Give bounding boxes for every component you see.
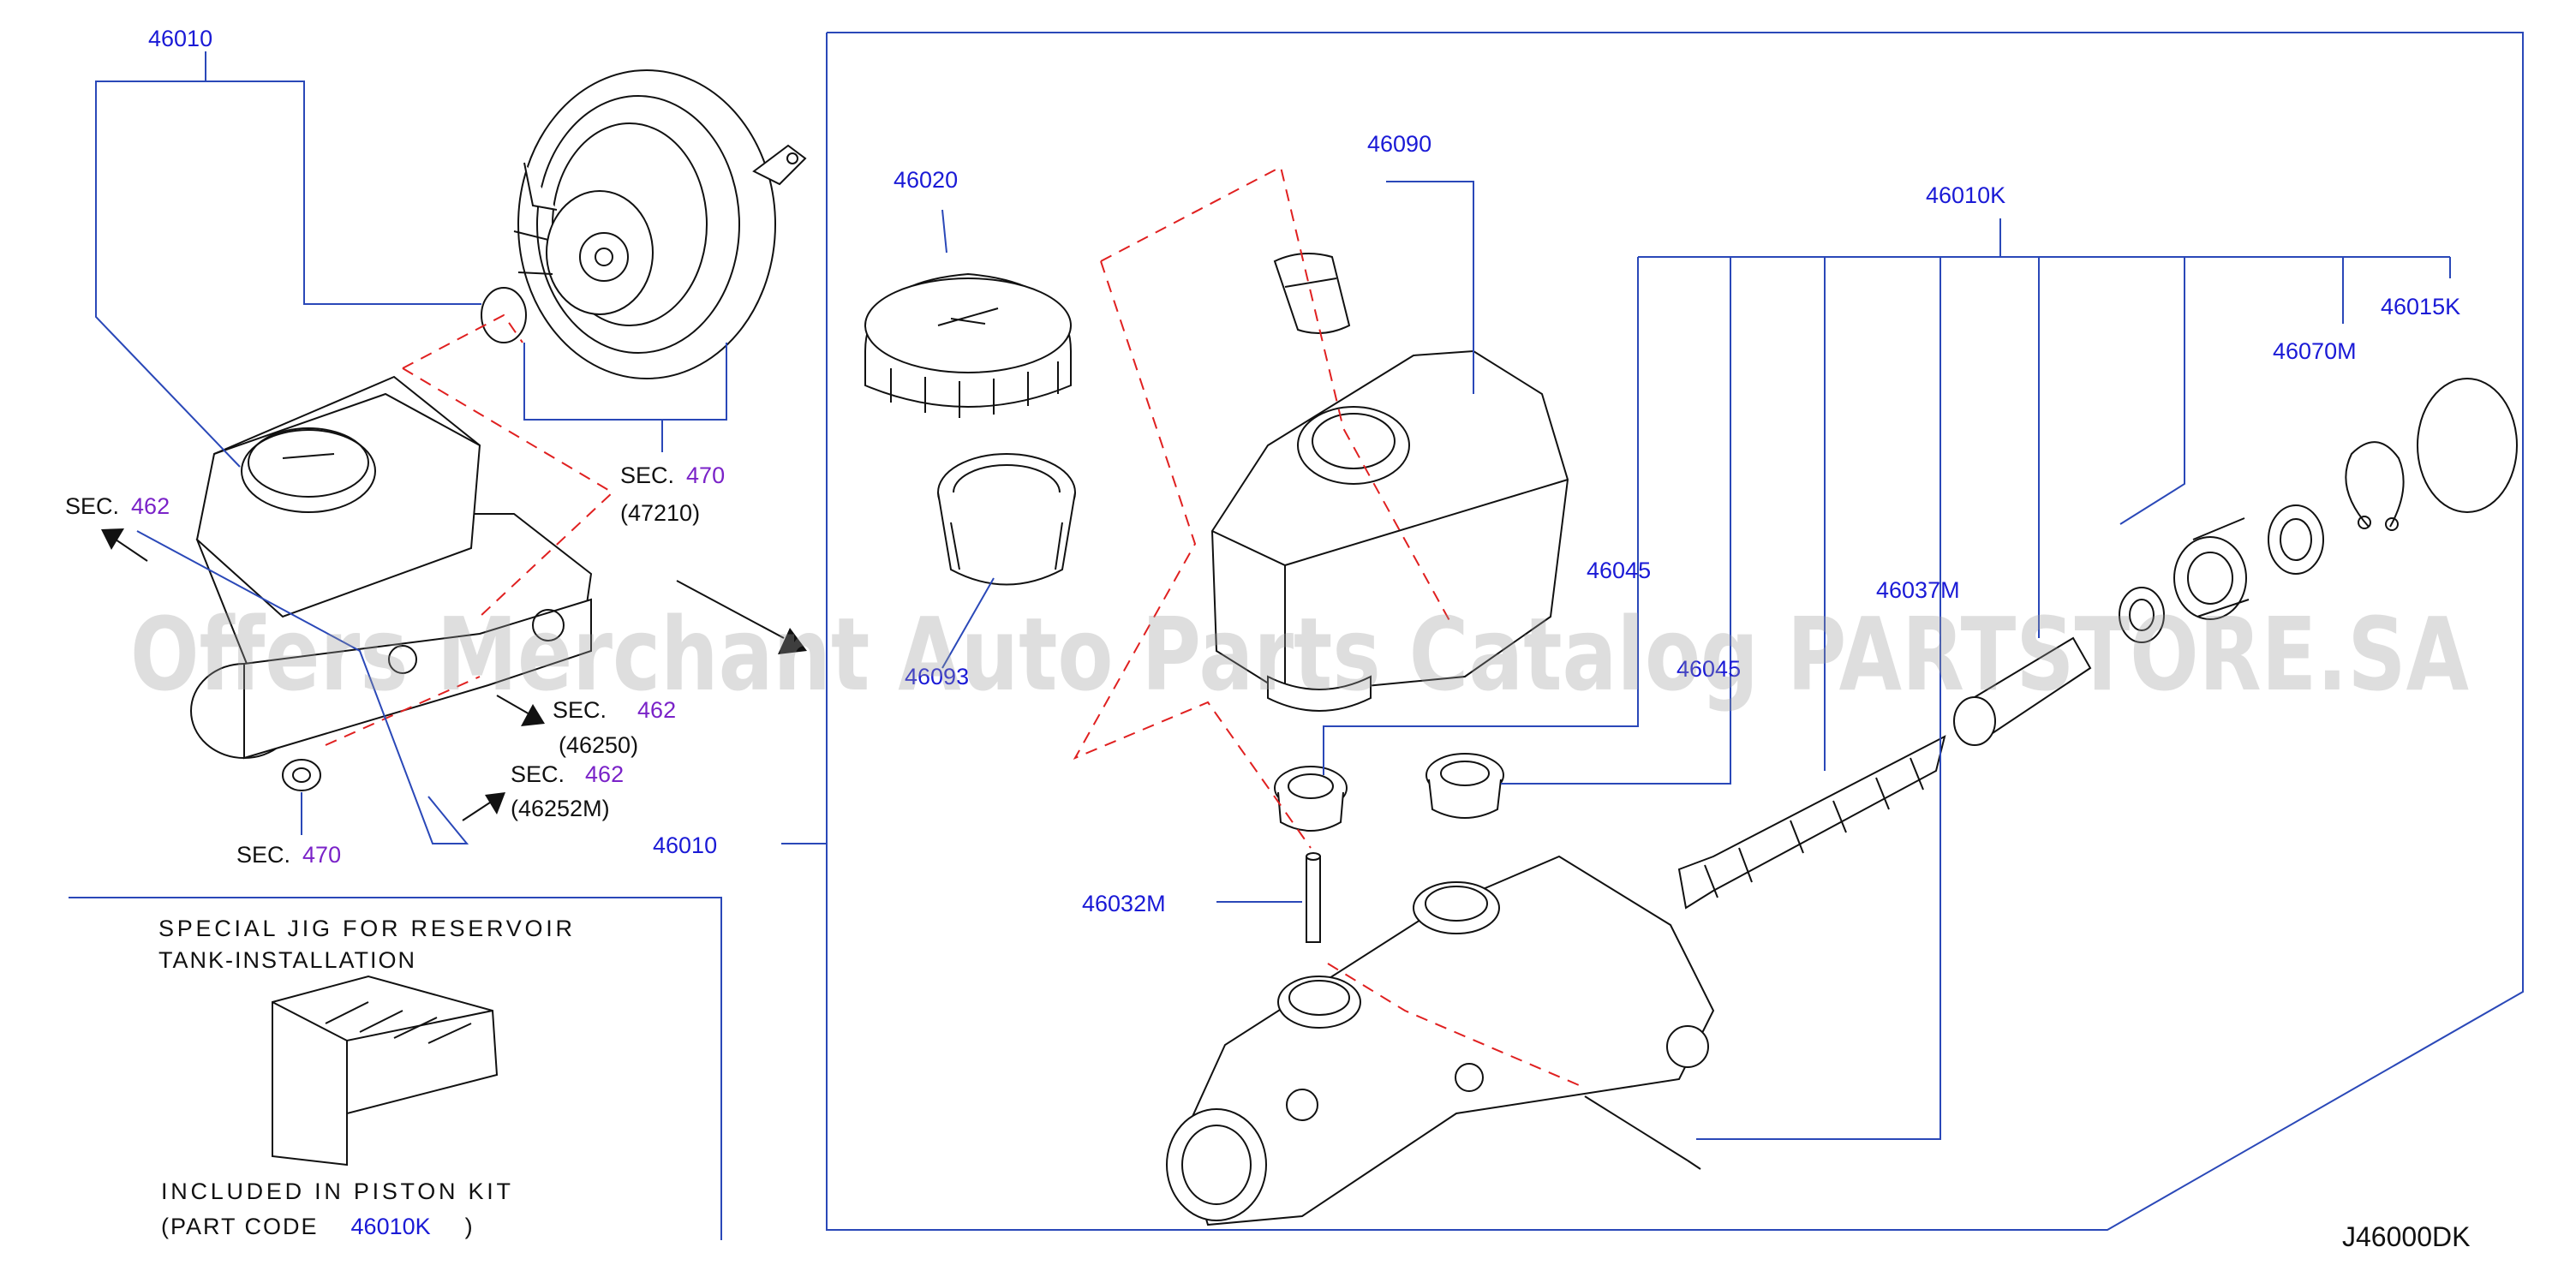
- leader-sec470-top: [523, 343, 727, 421]
- retaining-pin: [1306, 852, 1321, 943]
- label-46090: 46090: [1367, 131, 1431, 157]
- sec-ref-462-mid: SEC.462: [553, 697, 676, 723]
- label-46015K: 46015K: [2381, 294, 2460, 319]
- dashed-line-left-a: [402, 313, 523, 369]
- dashed-line-left-c: [325, 676, 481, 746]
- master-cylinder-body: [1166, 855, 1715, 1226]
- watermark: Offers Merchant Auto Parts Catalog PARTS…: [130, 595, 2469, 713]
- leader-46093: [941, 577, 995, 669]
- jig-note-frame: [69, 897, 722, 1240]
- dashed-line-cap: [1100, 165, 1453, 626]
- label-46045-b: 46045: [1676, 656, 1741, 682]
- leader-46037M: [1696, 257, 1941, 1140]
- piston-cup: [2173, 517, 2250, 620]
- leader-46010-oring: [206, 81, 481, 305]
- label-46070M: 46070M: [2273, 338, 2357, 364]
- diagram-code: J46000DK: [2342, 1221, 2470, 1252]
- sec-ref-462-left: SEC.462: [65, 493, 170, 519]
- piston-assembly: [1677, 735, 1946, 910]
- leader-46020: [941, 209, 947, 254]
- leader-46010-top: [95, 51, 241, 468]
- dashed-line-body: [1327, 963, 1586, 1089]
- label-46032M: 46032M: [1082, 891, 1166, 916]
- reservoir-tank: [1210, 349, 1569, 712]
- leader-sec462: [136, 530, 469, 844]
- sec-ref-470-bottom: SEC.470: [236, 842, 341, 868]
- leader-46090: [1386, 181, 1474, 394]
- booster-o-ring: [481, 287, 527, 343]
- brake-booster: [513, 69, 807, 379]
- sec-ref-462-low: SEC.462: [511, 761, 624, 787]
- fitting-nut: [282, 759, 321, 791]
- sec-ref-47210: (47210): [620, 500, 700, 526]
- label-46037M: 46037M: [1876, 577, 1960, 603]
- arrow-sec462-low: [462, 792, 505, 821]
- master-cylinder-assembly-left: [190, 375, 593, 760]
- o-ring-large: [2417, 378, 2518, 513]
- reservoir-filter: [937, 453, 1076, 586]
- leader-46045-a: [1323, 257, 1639, 775]
- leader-46045-b: [1501, 257, 1731, 785]
- jig-tool-icon: [272, 975, 499, 1167]
- jig-note-line2: TANK-INSTALLATION: [158, 947, 416, 973]
- sec-ref-470-top: SEC.470: [620, 462, 725, 488]
- reservoir-cap: [864, 272, 1072, 418]
- sec-ref-46252M: (46252M): [511, 796, 610, 821]
- snap-ring: [2345, 441, 2405, 531]
- jig-note-line1: SPECIAL JIG FOR RESERVOIR: [158, 916, 574, 941]
- seal-ring-small: [2119, 587, 2165, 643]
- arrow-sec462-left: [101, 528, 148, 562]
- cylinder-insert: [1953, 636, 2092, 746]
- label-46020: 46020: [894, 167, 958, 193]
- label-46093: 46093: [905, 664, 969, 689]
- exploded-view-frame: [826, 32, 2524, 1231]
- leader-cup-group: [2119, 257, 2185, 525]
- reservoir-cap-sleeve: [1273, 253, 1351, 334]
- piston-rod-pin: [1584, 1095, 1701, 1170]
- jig-note-line3: INCLUDED IN PISTON KIT: [161, 1179, 512, 1204]
- arrow-to-exploded-view: [676, 580, 807, 654]
- grommet-b: [1425, 753, 1504, 819]
- grommet-a: [1274, 766, 1348, 832]
- label-46010K: 46010K: [1926, 182, 2005, 208]
- arrow-sec462-mid: [496, 695, 545, 726]
- label-46045-a: 46045: [1587, 558, 1651, 583]
- label-46010-top: 46010: [148, 26, 212, 51]
- dashed-line-filter: [1073, 260, 1312, 849]
- seal-ring-medium: [2268, 504, 2324, 575]
- label-46010-mid: 46010: [653, 832, 717, 858]
- sec-ref-46250: (46250): [559, 732, 638, 758]
